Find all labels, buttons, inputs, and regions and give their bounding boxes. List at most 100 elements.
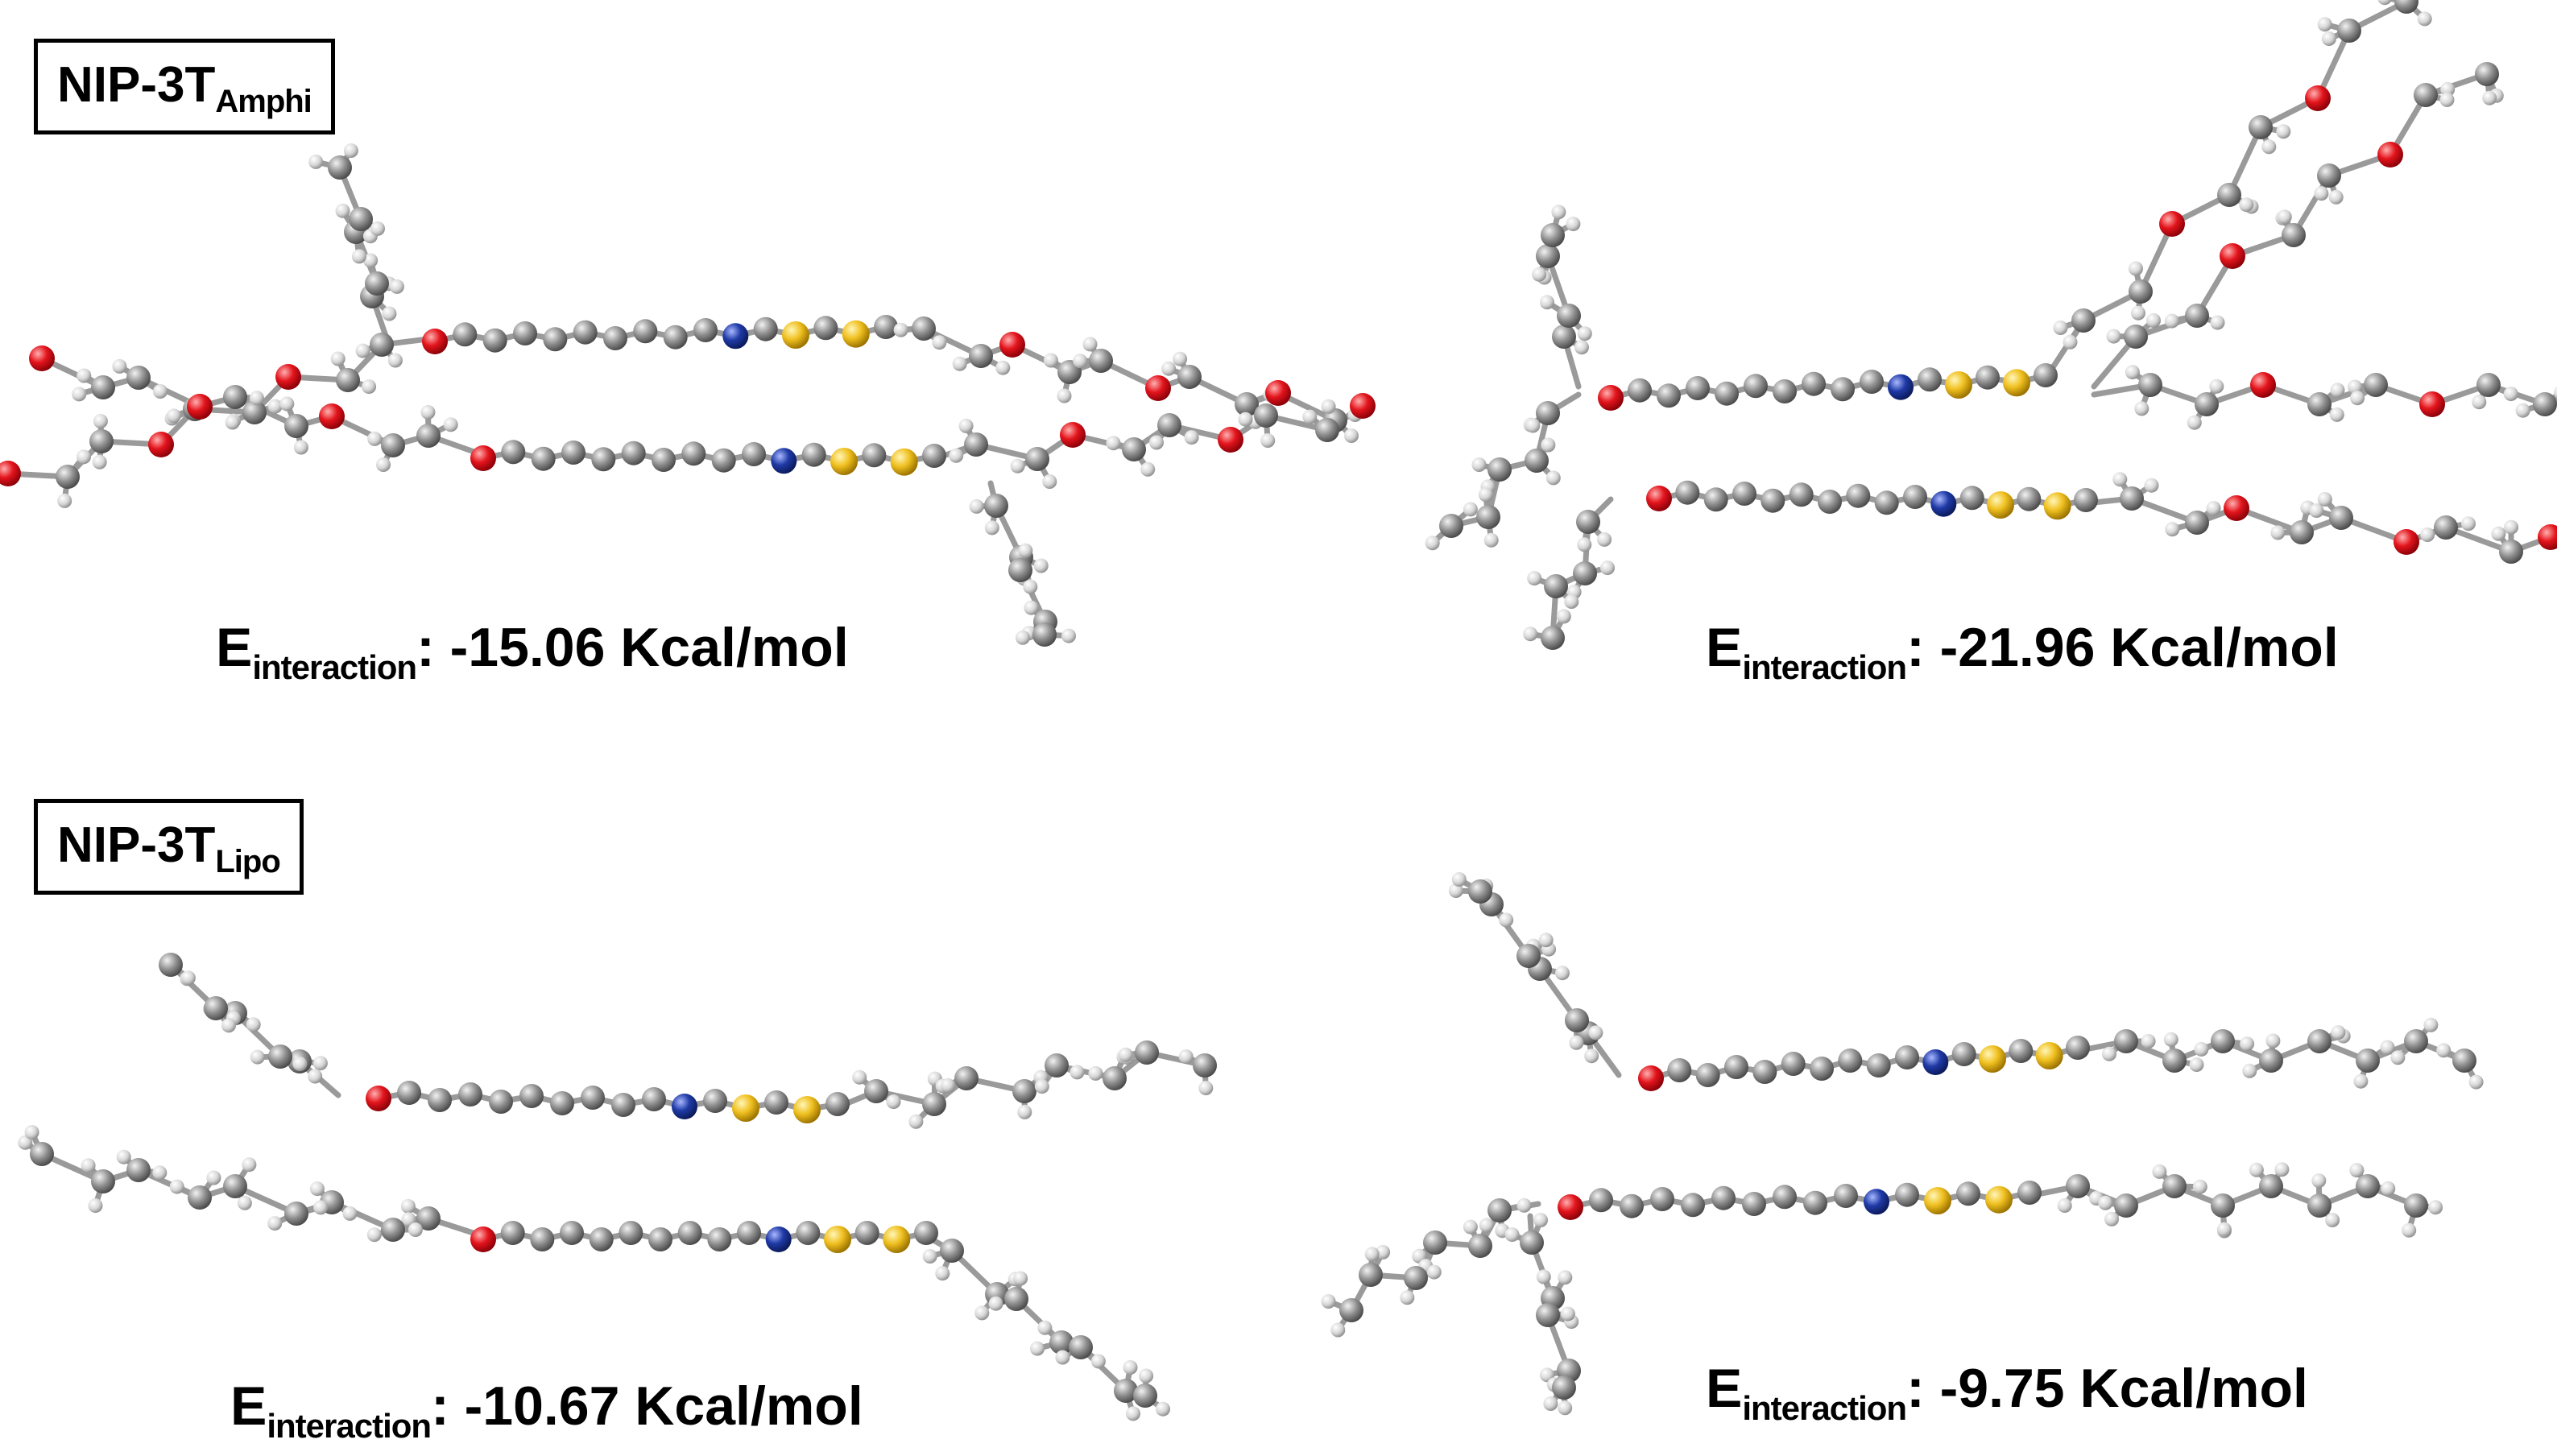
carbon-atom [2066, 1174, 2090, 1198]
hydrogen-atom [984, 520, 999, 536]
sulfur-atom [1985, 1185, 2013, 1214]
hydrogen-atom [2390, 1050, 2406, 1065]
carbon-atom [2017, 1181, 2042, 1205]
carbon-atom [501, 440, 526, 465]
hydrogen-atom [886, 1094, 901, 1110]
hydrogen-atom [57, 493, 72, 508]
carbon-atom [2356, 1174, 2380, 1198]
oxygen-atom [470, 1226, 496, 1252]
hydrogen-atom [1538, 933, 1554, 948]
carbon-atom [737, 1221, 761, 1245]
hydrogen-atom [2331, 1025, 2346, 1040]
carbon-atom [531, 446, 556, 471]
carbon-atom [1520, 1231, 1544, 1255]
oxygen-atom [29, 345, 55, 371]
hydrogen-atom [2309, 503, 2324, 519]
hydrogen-atom [1584, 1049, 1599, 1064]
carbon-atom [2259, 1174, 2283, 1198]
carbon-atom [2259, 1049, 2283, 1073]
carbon-atom [1557, 304, 1581, 328]
carbon-atom [2499, 540, 2523, 564]
carbon-atom [328, 155, 352, 180]
hydrogen-atom [267, 399, 283, 414]
oxygen-atom [2224, 495, 2249, 521]
hydrogen-atom [2491, 526, 2506, 541]
carbon-atom [1536, 401, 1560, 425]
hydrogen-atom [112, 358, 127, 374]
hydrogen-atom [2317, 17, 2332, 32]
hydrogen-atom [153, 384, 168, 399]
carbon-atom [381, 1218, 405, 1242]
carbon-atom [2307, 1029, 2332, 1053]
carbon-atom [2185, 511, 2209, 535]
hydrogen-atom [988, 1296, 1003, 1311]
hydrogen-atom [2417, 11, 2432, 27]
hydrogen-atom [1088, 1065, 1103, 1081]
hydrogen-atom [1034, 1079, 1049, 1094]
carbon-atom [159, 953, 183, 977]
hydrogen-atom [1471, 457, 1487, 472]
carbon-atom [1565, 1008, 1589, 1032]
sulfur-atom [1945, 371, 1972, 399]
hydrogen-atom [2261, 139, 2277, 155]
hydrogen-atom [250, 1049, 265, 1065]
carbon-atom [2364, 373, 2388, 397]
hydrogen-atom [2239, 197, 2254, 213]
carbon-atom [1552, 325, 1576, 349]
carbon-atom [969, 344, 993, 368]
hydrogen-atom [952, 356, 967, 371]
hydrogen-atom [401, 1212, 416, 1227]
hydrogen-atom [1555, 966, 1570, 981]
hydrogen-atom [376, 457, 391, 472]
oxygen-atom [2419, 391, 2445, 417]
hydrogen-atom [225, 415, 240, 430]
carbon-atom [2356, 1049, 2380, 1073]
hydrogen-atom [1536, 1269, 1551, 1284]
hydrogen-atom [893, 322, 908, 337]
hydrogen-atom [1533, 1213, 1548, 1228]
hydrogen-atom [2402, 1222, 2417, 1238]
hydrogen-atom [443, 417, 458, 432]
oxygen-atom [422, 329, 448, 354]
hydrogen-atom [932, 335, 947, 350]
carbon-atom [2476, 373, 2501, 397]
oxygen-atom [2159, 211, 2185, 237]
carbon-atom [2452, 1049, 2476, 1073]
carbon-atom [854, 1221, 879, 1245]
carbon-atom [2307, 392, 2332, 416]
sulfur-atom [2003, 369, 2030, 397]
hydrogen-atom [1238, 412, 1253, 427]
carbon-atom [204, 996, 228, 1020]
carbon-atom [397, 1081, 421, 1105]
carbon-atom [825, 1092, 850, 1116]
hydrogen-atom [1023, 579, 1038, 594]
energy-symbol: E [230, 1375, 267, 1437]
hydrogen-atom [941, 1078, 955, 1093]
hydrogen-atom [2216, 1222, 2232, 1237]
hydrogen-atom [2468, 1074, 2484, 1090]
carbon-atom [2071, 308, 2096, 333]
nitrogen-atom [672, 1094, 697, 1119]
carbon-atom [489, 1090, 513, 1114]
hydrogen-atom [169, 1179, 184, 1194]
carbon-atom [1576, 510, 1600, 534]
sulfur-atom [793, 1096, 821, 1123]
carbon-atom [1724, 1055, 1748, 1079]
hydrogen-atom [88, 1198, 103, 1214]
carbon-atom [1789, 482, 1814, 507]
oxygen-atom [275, 364, 301, 390]
carbon-atom [677, 1221, 702, 1245]
carbon-atom [1657, 383, 1681, 408]
hydrogen-atom [1448, 883, 1463, 898]
hydrogen-atom [1597, 532, 1612, 547]
hydrogen-atom [1577, 537, 1592, 552]
hydrogen-atom [330, 351, 345, 366]
carbon-atom [1860, 370, 1884, 394]
hydrogen-atom [1463, 502, 1478, 517]
hydrogen-atom [1330, 1322, 1346, 1338]
carbon-atom [2129, 279, 2153, 304]
carbon-atom [2533, 392, 2557, 416]
hydrogen-atom [1577, 326, 1592, 341]
hydrogen-atom [2189, 1057, 2204, 1073]
